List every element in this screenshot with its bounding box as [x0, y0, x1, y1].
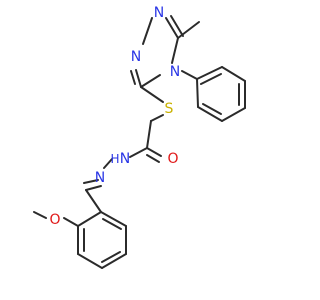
bond-triazole-c-s-n — [135, 69, 142, 88]
bond-triazole-n-c-s — [140, 74, 161, 88]
bond-ch-aryl — [85, 189, 102, 213]
bond-aryl-3 — [101, 253, 127, 269]
bond-methyl — [177, 21, 200, 39]
bond-aryl-4 — [77, 253, 103, 269]
atom-carbonyl-oxygen: O — [167, 151, 178, 167]
bond-carbonyl-o — [146, 147, 162, 157]
bond-s-ch2 — [150, 114, 164, 122]
bond-aryl-1-inner — [102, 218, 122, 230]
atom-n-triazole-left: N — [131, 49, 141, 65]
bond-aryl-1 — [100, 211, 127, 227]
molecule-svg: N N N S O N H N O — [33, 5, 246, 269]
bond-n-ch — [85, 185, 102, 191]
atom-amide-nitrogen: N — [120, 151, 130, 167]
bond-triazole-n-c-methyl-double — [170, 15, 184, 37]
bond-phenyl-1-inner — [200, 73, 222, 85]
bond-phenyl-1 — [196, 66, 223, 80]
molecule-structure-diagram: N N N S O N H N O — [33, 5, 246, 269]
bond-triazole-n-c-methyl — [165, 17, 179, 39]
bond-triazole-c-methyl-n — [171, 37, 179, 64]
bond-nh-n — [103, 158, 113, 169]
bond-n-phenyl — [181, 70, 198, 80]
atom-n-triazole-top: N — [154, 5, 164, 21]
bond-phenyl-6 — [196, 78, 199, 108]
atom-amide-hydrogen: H — [110, 152, 119, 166]
bond-triazole-c-s-n-double — [130, 70, 136, 85]
bond-phenyl-5 — [197, 106, 223, 122]
atom-methoxy-oxygen: O — [49, 212, 60, 228]
atom-imine-nitrogen: N — [95, 170, 105, 186]
bond-phenyl-5-inner — [202, 103, 222, 115]
bond-carbonyl-o-double — [146, 154, 160, 163]
bond-carbonyl-nh — [129, 147, 148, 158]
bond-aryl-6 — [77, 211, 102, 227]
bond-aryl-3-inner — [101, 251, 121, 263]
atom-n-triazole-phenyl: N — [170, 64, 180, 80]
bond-triazole-n-n — [142, 17, 153, 45]
bond-aryl-o — [63, 217, 79, 227]
bond-o-methyl — [33, 211, 47, 219]
bond-ch2-carbonyl — [146, 120, 152, 149]
bond-phenyl-2 — [221, 66, 246, 82]
bond-c-s — [140, 86, 164, 103]
bond-phenyl-4 — [221, 107, 246, 122]
atom-sulfur: S — [165, 101, 174, 117]
bond-n-ch-double — [83, 179, 99, 184]
